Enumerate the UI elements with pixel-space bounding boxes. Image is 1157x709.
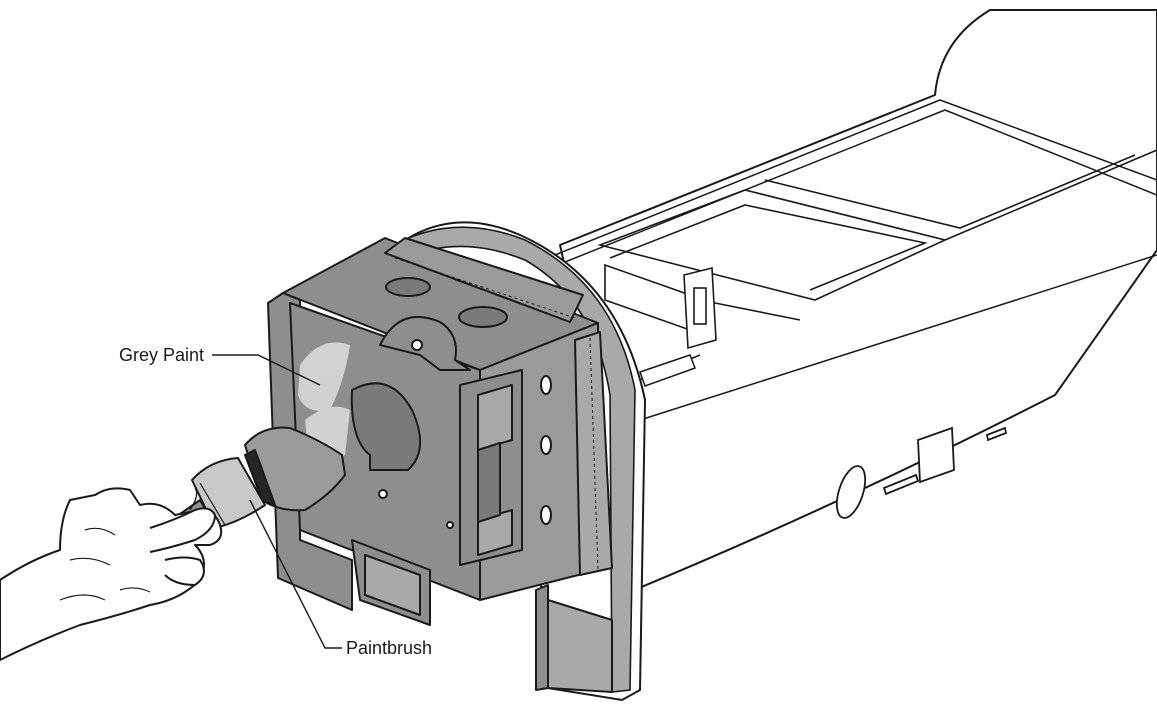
paintbrush-leader-line bbox=[249, 499, 342, 649]
callout-paintbrush: Paintbrush bbox=[249, 499, 432, 658]
dash-slot bbox=[882, 473, 920, 496]
grey-paint-leader-line bbox=[212, 354, 321, 386]
callout-grey-paint: Grey Paint bbox=[119, 345, 321, 386]
paintbrush-label: Paintbrush bbox=[346, 638, 432, 658]
hand bbox=[0, 487, 223, 661]
small-slot bbox=[985, 426, 1008, 442]
tray-slot bbox=[639, 354, 696, 387]
grey-paint-label: Grey Paint bbox=[119, 345, 204, 365]
housing-features bbox=[835, 426, 1008, 519]
machine-housing bbox=[554, 9, 1157, 601]
round-hole bbox=[835, 465, 867, 519]
tray-tab bbox=[683, 266, 717, 350]
square-opening bbox=[917, 426, 955, 484]
